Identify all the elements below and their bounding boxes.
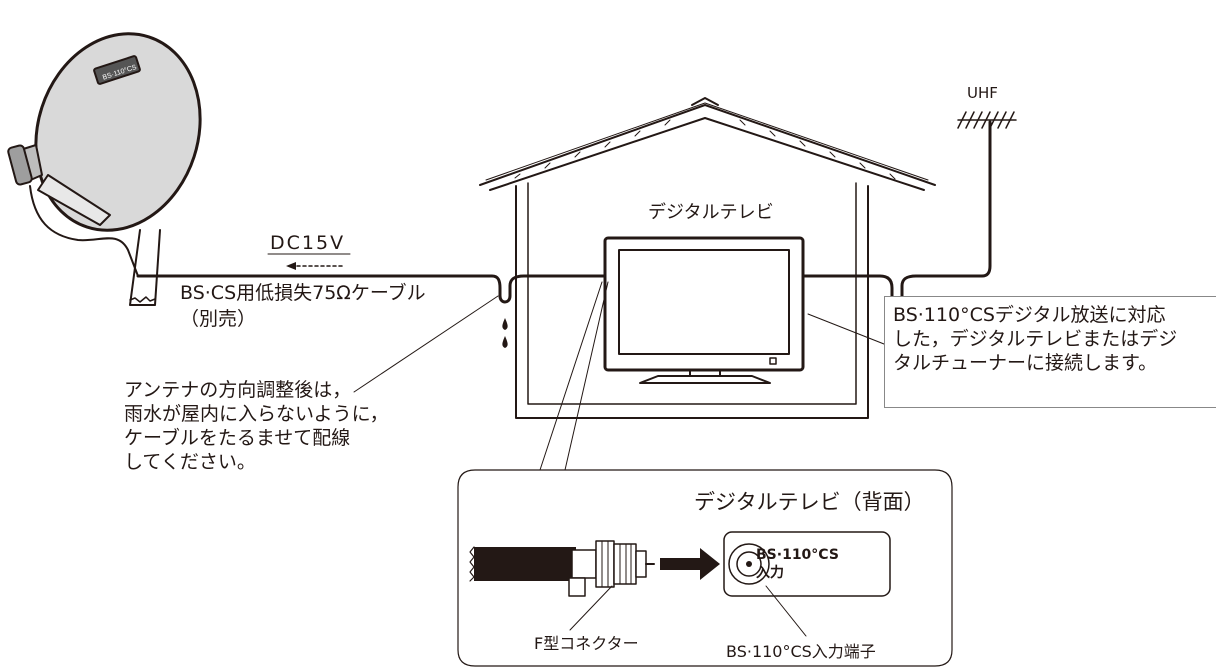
- uhf-antenna: [957, 111, 1017, 129]
- leader-inset-left: [539, 281, 603, 471]
- bs-cs-input-port: [723, 531, 891, 597]
- left-note-line: してください。: [124, 451, 256, 473]
- inset-title: デジタルテレビ（背面）: [694, 490, 925, 514]
- uhf-cable: [801, 120, 992, 304]
- tv-label: デジタルテレビ: [648, 202, 774, 223]
- right-note-box: BS·110°CSデジタル放送に対応 した，デジタルテレビまたはデジ タルチュー…: [884, 296, 1216, 408]
- right-note-line: した，デジタルテレビまたはデジ: [893, 328, 1178, 350]
- left-note-line: ケーブルをたるませて配線: [124, 427, 351, 449]
- f-connector: [568, 540, 655, 597]
- uhf-label: UHF: [967, 84, 998, 102]
- right-note-line: BS·110°CSデジタル放送に対応: [893, 304, 1166, 326]
- inset-box: [457, 469, 953, 667]
- house: [479, 97, 936, 419]
- water-drop-1: [502, 318, 508, 330]
- port-label-line1: BS·110°CS: [756, 547, 839, 563]
- leader-right-note: [807, 313, 885, 345]
- leader-terminal: [765, 585, 807, 637]
- connect-arrow: [660, 548, 720, 580]
- leader-inset-right: [564, 281, 609, 471]
- input-terminal-label: BS·110°CS入力端子: [726, 642, 876, 661]
- digital-tv: [603, 236, 805, 384]
- f-connector-label: F型コネクター: [534, 634, 639, 653]
- cable-sold-separately-label: （別売）: [180, 308, 257, 330]
- left-note-line: 雨水が屋内に入らないように，: [124, 403, 389, 425]
- port-label: BS·110°CS 入力: [756, 546, 839, 582]
- leader-connector: [569, 585, 613, 631]
- leader-left-note: [353, 295, 499, 393]
- water-drop-2: [502, 336, 508, 348]
- left-note-line: アンテナの方向調整後は，: [124, 379, 352, 401]
- left-note: アンテナの方向調整後は， 雨水が屋内に入らないように， ケーブルをたるませて配線…: [124, 378, 389, 474]
- right-note-line: タルチューナーに接続します。: [893, 352, 1158, 374]
- dc-voltage-label: DC15V: [270, 232, 346, 254]
- cable-end: [469, 546, 576, 582]
- outside-cable: [136, 274, 610, 304]
- port-label-line2: 入力: [756, 565, 784, 581]
- satellite-dish: BS·110°CS: [7, 32, 202, 306]
- cable-label: BS·CS用低損失75Ωケーブル: [180, 282, 426, 304]
